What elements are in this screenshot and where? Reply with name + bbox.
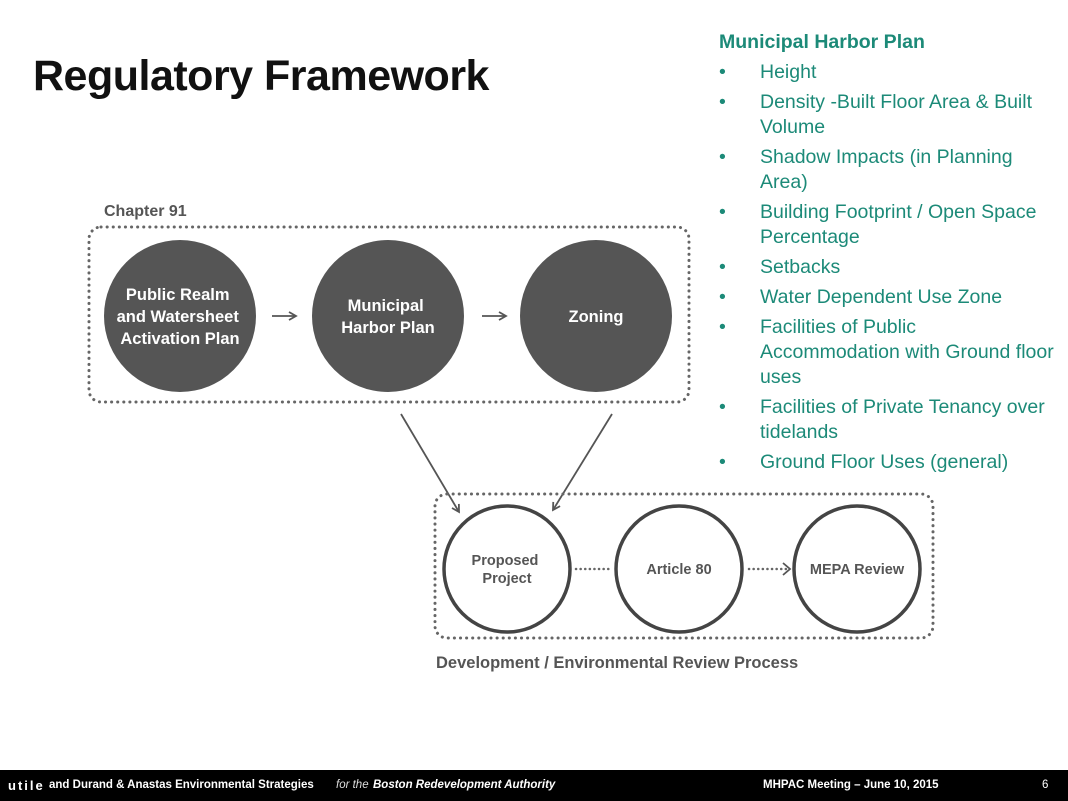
list-item-text: Ground Floor Uses (general)	[760, 451, 1009, 473]
municipal-harbor-plan-node	[312, 240, 464, 392]
bullet-icon: •	[719, 61, 726, 83]
mhp-list: • Height • Density -Built Floor Area & Bui…	[719, 60, 1059, 475]
review-process-label: Development / Environmental Review Proce…	[436, 654, 798, 672]
bullet-icon: •	[719, 286, 726, 308]
mepa-review-node-label: MEPA Review	[810, 562, 905, 578]
arrow-diagonal-icon	[552, 413, 613, 512]
list-item: • Facilities of Public Accommodation with…	[719, 315, 1059, 390]
footer-bar: utile and Durand & Anastas Environmental…	[0, 770, 1068, 801]
list-item-text: Water Dependent Use Zone	[760, 286, 1003, 308]
process-diagram: Chapter 91 Public Realm and Watersheet A…	[87, 203, 935, 672]
bullet-icon: •	[719, 201, 726, 223]
article-80-node	[614, 504, 744, 634]
proposed-project-node	[442, 504, 572, 634]
list-item-text: Building Footprint / Open Space Percenta…	[760, 201, 1037, 248]
bullet-icon: •	[719, 256, 726, 278]
mepa-review-node	[792, 504, 922, 634]
list-item: • Setbacks	[719, 255, 1059, 280]
list-item: • Facilities of Private Tenancy over tide…	[719, 395, 1059, 445]
footer-for-text: for the	[336, 779, 369, 791]
list-item-text: Height	[760, 61, 817, 83]
review-process-frame	[433, 492, 935, 640]
proposed-project-node-label: Proposed Project	[472, 553, 543, 587]
utile-logo: utile	[8, 778, 45, 793]
list-item-text: Facilities of Private Tenancy over tidel…	[760, 396, 1045, 443]
list-item: • Ground Floor Uses (general)	[719, 450, 1059, 475]
chapter91-frame	[87, 225, 691, 404]
list-item: • Shadow Impacts (in Planning Area)	[719, 145, 1059, 195]
page-number: 6	[1042, 779, 1049, 791]
municipal-harbor-plan-node-label: Municipal Harbor Plan	[341, 297, 435, 337]
list-item-text: Facilities of Public Accommodation with …	[760, 316, 1054, 388]
mhp-heading: Municipal Harbor Plan	[719, 31, 925, 53]
bullet-icon: •	[719, 146, 726, 168]
bullet-icon: •	[719, 396, 726, 418]
list-item: • Water Dependent Use Zone	[719, 285, 1059, 310]
list-item-text: Setbacks	[760, 256, 841, 278]
slide-title: Regulatory Framework	[33, 52, 489, 100]
list-item: • Building Footprint / Open Space Percent…	[719, 200, 1059, 250]
arrow-right-icon	[782, 562, 792, 576]
zoning-node-label: Zoning	[569, 308, 624, 326]
bullet-icon: •	[719, 451, 726, 473]
bullet-icon: •	[719, 316, 726, 338]
bullet-icon: •	[719, 91, 726, 113]
public-realm-node	[104, 240, 256, 392]
municipal-harbor-plan-panel: Municipal Harbor Plan • Height • Density -…	[719, 30, 1059, 480]
footer-meeting: MHPAC Meeting – June 10, 2015	[763, 779, 939, 791]
list-item-text: Density -Built Floor Area & Built Volume	[760, 91, 1033, 138]
article-80-node-label: Article 80	[646, 562, 711, 578]
chapter91-label: Chapter 91	[104, 203, 187, 220]
zoning-node	[520, 240, 672, 392]
footer-authors: and Durand & Anastas Environmental Strat…	[49, 779, 314, 791]
arrow-diagonal-icon	[400, 413, 460, 514]
list-item: • Height	[719, 60, 1059, 85]
public-realm-node-label: Public Realm and Watersheet Activation P…	[117, 286, 244, 348]
footer-client: Boston Redevelopment Authority	[373, 779, 556, 791]
list-item: • Density -Built Floor Area & Built Volum…	[719, 90, 1059, 140]
list-item-text: Shadow Impacts (in Planning Area)	[760, 146, 1013, 193]
